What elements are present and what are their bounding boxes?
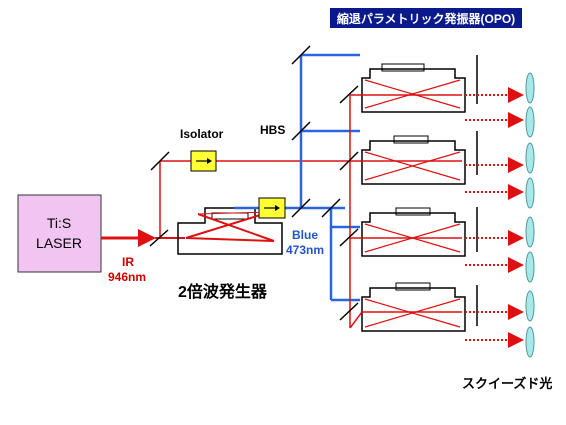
title-box (330, 8, 522, 28)
shg-cavity (177, 207, 283, 255)
laser-label-line2: LASER (36, 235, 82, 251)
lens-column (525, 72, 535, 358)
ir-wavelength: 946nm (108, 270, 146, 284)
laser-box (17, 194, 102, 273)
laser-label-line1: Ti:S (47, 215, 71, 231)
squeezed-label: スクイーズド光 (462, 376, 552, 391)
ir-label: IR (122, 255, 134, 269)
opo-cavity-2 (361, 131, 524, 185)
blue-wavelength: 473nm (286, 243, 324, 257)
title-text: 縮退パラメトリック発振器(OPO) (337, 11, 515, 26)
hbs-label: HBS (260, 123, 285, 137)
shg-label: 2倍波発生器 (178, 282, 268, 301)
mirror-ir-split (149, 229, 169, 247)
opo-cavity-1 (350, 55, 524, 113)
isolator-label: Isolator (180, 127, 224, 141)
opo-cavity-3 (350, 207, 524, 257)
mirror-ir-top (150, 151, 170, 171)
blue-label: Blue (292, 228, 318, 242)
opo-cavity-4 (349, 282, 524, 332)
